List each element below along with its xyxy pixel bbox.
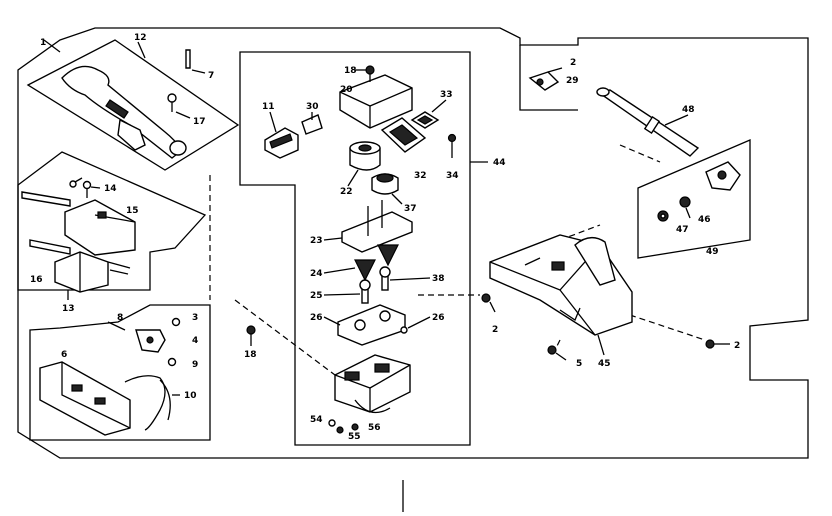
screw-17: [167, 93, 177, 103]
base-housing: [334, 354, 411, 413]
label-14: 14: [104, 184, 117, 194]
label-54: 54: [310, 415, 323, 425]
label-2-top: 2: [570, 58, 576, 68]
bracket-15: [64, 199, 136, 256]
group-8-box: [29, 304, 211, 441]
label-55: 55: [348, 432, 361, 442]
label-15: 15: [126, 206, 139, 216]
label-34: 34: [446, 171, 459, 181]
label-3: 3: [192, 313, 198, 323]
label-5: 5: [576, 359, 582, 369]
label-9: 9: [192, 360, 198, 370]
outer-boundary: [17, 27, 809, 459]
label-25: 25: [310, 291, 323, 301]
screw-5: [547, 345, 557, 355]
label-44: 44: [493, 158, 506, 168]
label-23: 23: [310, 236, 323, 246]
slot-6a: [71, 384, 83, 392]
label-2-right: 2: [734, 341, 740, 351]
label-46: 46: [698, 215, 711, 225]
cone-24b: [377, 244, 399, 267]
bracket-6: [39, 361, 131, 436]
label-38: 38: [432, 274, 445, 284]
screw-9: [167, 357, 177, 367]
pin-7: [185, 49, 191, 69]
label-47: 47: [676, 225, 689, 235]
label-24: 24: [310, 269, 323, 279]
label-49: 49: [706, 247, 719, 257]
label-18-top: 18: [344, 66, 357, 76]
label-11: 11: [262, 102, 275, 112]
label-10: 10: [184, 391, 197, 401]
nut-46: [679, 196, 691, 208]
screw-55: [336, 426, 344, 434]
label-26-right: 26: [432, 313, 445, 323]
screw-2-left: [481, 293, 491, 303]
label-1: 1: [40, 38, 46, 48]
label-16: 16: [30, 275, 43, 285]
bracket-20: [339, 74, 413, 129]
slot-6b: [94, 397, 106, 405]
group-12-box: [26, 39, 240, 171]
group-49-box: [637, 139, 751, 259]
dash-line-7: [619, 144, 661, 163]
bracket-45-flange: [574, 237, 616, 286]
label-56: 56: [368, 423, 381, 433]
rod-lower: [29, 239, 71, 255]
label-13: 13: [62, 304, 75, 314]
group-44-box: [239, 51, 471, 446]
leader-45: [597, 334, 605, 356]
part-30: [301, 114, 323, 135]
label-45: 45: [598, 359, 611, 369]
label-30: 30: [306, 102, 319, 112]
rod-upper: [21, 191, 71, 207]
label-29: 29: [566, 76, 579, 86]
plate-23: [341, 211, 413, 253]
screw-2-right: [705, 339, 715, 349]
valve-16: [54, 251, 109, 293]
dash-line-2: [234, 299, 336, 376]
screw-26: [400, 326, 408, 334]
label-37: 37: [404, 204, 417, 214]
label-22: 22: [340, 187, 353, 197]
label-26-left: 26: [310, 313, 323, 323]
label-48: 48: [682, 105, 695, 115]
wire-10: [124, 375, 166, 431]
screw-54: [328, 419, 336, 427]
label-17: 17: [193, 117, 206, 127]
cone-24a: [354, 259, 376, 282]
plate-26: [337, 304, 406, 346]
burner-hatch: [105, 99, 129, 119]
label-20: 20: [340, 85, 353, 95]
label-2-left: 2: [492, 325, 498, 335]
burner-nozzle: [169, 140, 187, 156]
bracket-45: [489, 234, 633, 336]
screw-14: [82, 180, 92, 190]
label-32: 32: [414, 171, 427, 181]
label-8: 8: [117, 313, 123, 323]
screw-3: [171, 317, 181, 327]
label-4: 4: [192, 336, 198, 346]
group-13-box: [17, 151, 207, 291]
screw-56: [351, 423, 359, 431]
label-12: 12: [134, 33, 147, 43]
burner-bracket: [117, 118, 146, 151]
screw-18-left: [246, 325, 256, 335]
label-6: 6: [61, 350, 67, 360]
part-29: [528, 71, 560, 91]
screw-18-top: [365, 65, 375, 75]
bracket-15-hole: [97, 211, 107, 219]
dash-line-5: [629, 314, 706, 341]
leader-7: [191, 69, 206, 74]
dash-line-4: [559, 224, 601, 241]
label-18-left: 18: [244, 350, 257, 360]
group-29-box: [519, 45, 578, 111]
screw-34: [447, 133, 457, 143]
label-7: 7: [208, 71, 214, 81]
dash-line-6: [554, 339, 561, 351]
label-33: 33: [440, 90, 453, 100]
